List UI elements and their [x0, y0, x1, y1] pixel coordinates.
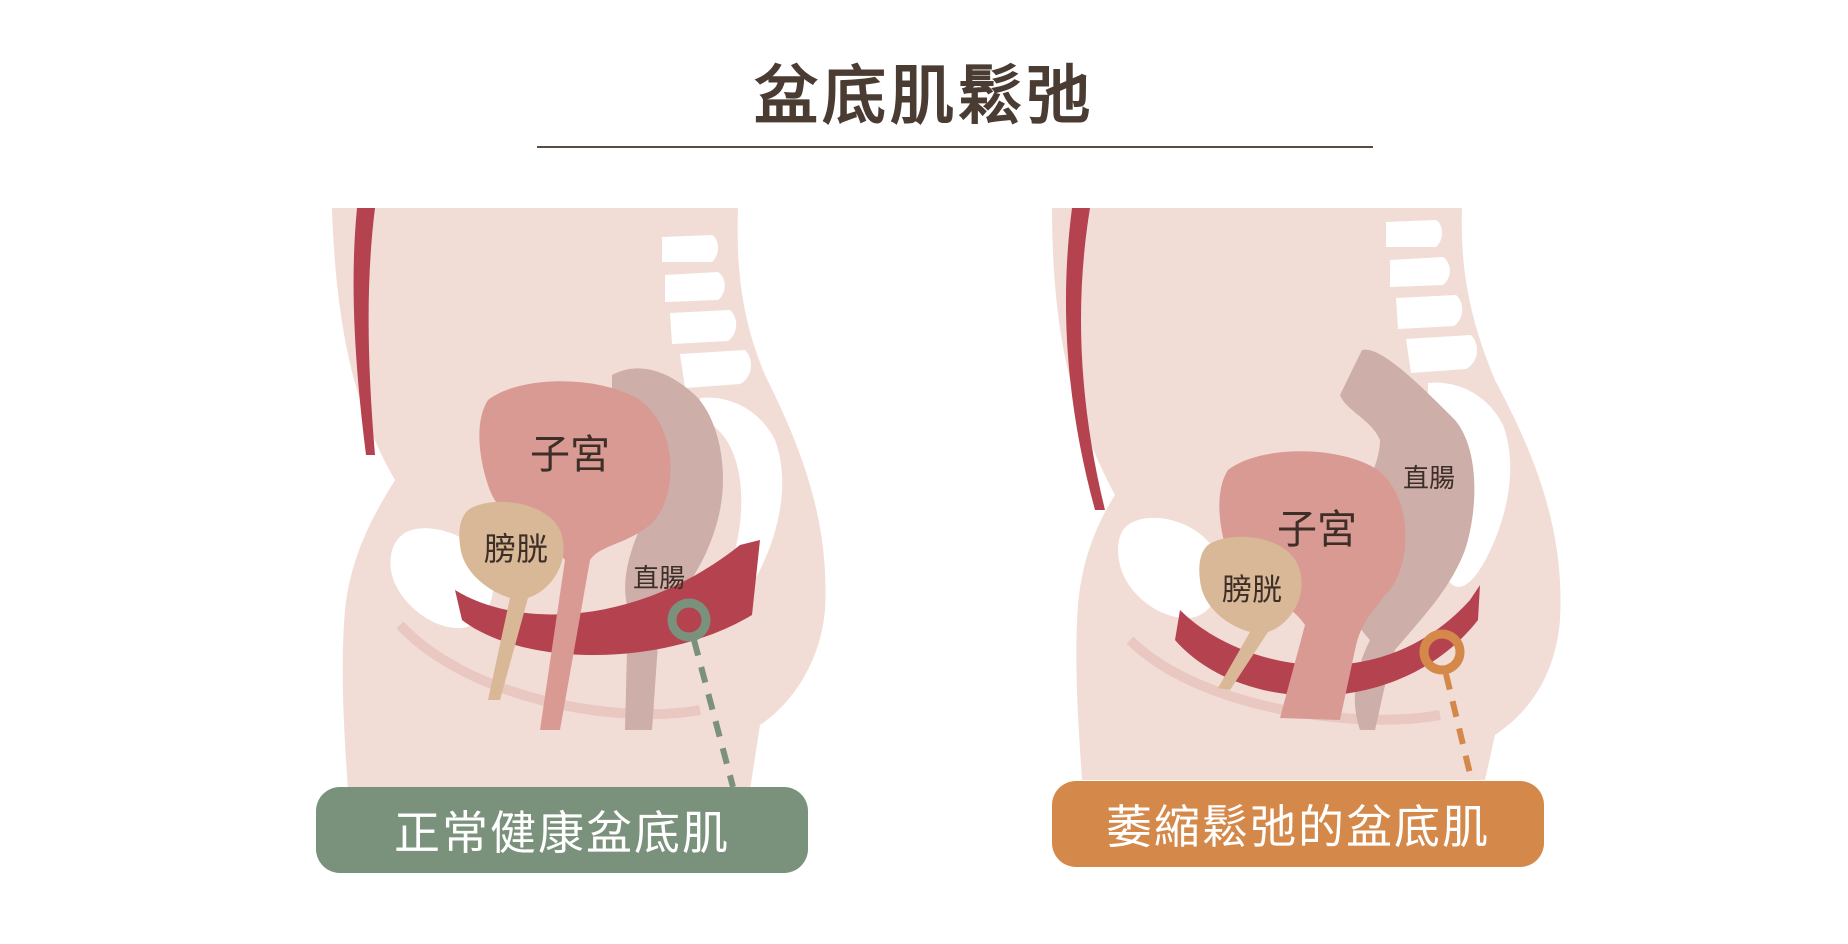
weak-bladder — [1199, 536, 1302, 690]
weak-uterus — [1219, 451, 1406, 720]
normal-pelvic-floor-muscle — [455, 540, 760, 655]
normal-pelvis-diagram: 子宮 膀胱 直腸 — [332, 208, 826, 790]
normal-rectum-label: 直腸 — [633, 564, 685, 594]
weak-spine — [1386, 220, 1511, 587]
weak-pubic-bone — [1118, 517, 1222, 619]
weak-caption-badge: 萎縮鬆弛的盆底肌 — [1052, 781, 1544, 867]
normal-spine — [662, 235, 783, 602]
weak-uterus-label: 子宮 — [1277, 507, 1357, 553]
title-divider — [537, 146, 1373, 148]
normal-caption-badge: 正常健康盆底肌 — [316, 787, 808, 873]
weak-rectum — [1340, 349, 1475, 730]
normal-uterus-label: 子宮 — [530, 432, 610, 478]
page-title: 盆底肌鬆弛 — [754, 60, 1094, 134]
weak-abdominal-muscle — [1065, 208, 1105, 510]
normal-bladder-label: 膀胱 — [484, 530, 548, 568]
weak-pelvis-diagram: 子宮 膀胱 直腸 — [1052, 208, 1561, 783]
weak-bladder-label: 膀胱 — [1222, 573, 1282, 608]
normal-muscle-marker — [667, 598, 711, 642]
weak-pelvic-floor-muscle — [1175, 585, 1480, 696]
weak-muscle-marker — [1419, 629, 1465, 675]
normal-pointer-line — [691, 639, 736, 788]
normal-abdominal-muscle — [353, 208, 375, 455]
weak-lower-curve — [1126, 636, 1441, 725]
weak-pointer-line — [1443, 673, 1475, 783]
normal-bladder — [459, 501, 564, 700]
normal-uterus — [479, 381, 671, 730]
weak-rectum-label: 直腸 — [1403, 464, 1455, 494]
